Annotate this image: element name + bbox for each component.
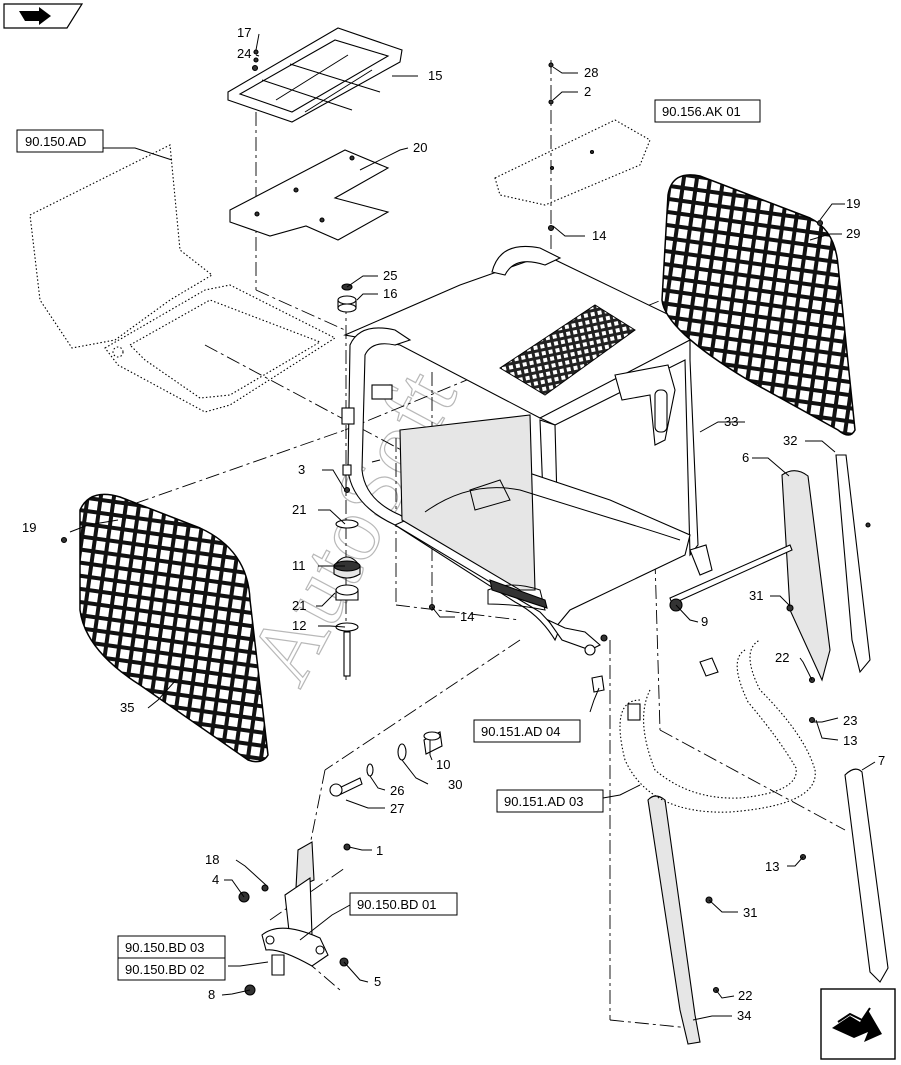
- svg-text:90.156.AK 01: 90.156.AK 01: [662, 104, 741, 119]
- callout-21b: 21: [292, 598, 306, 613]
- callout-21a: 21: [292, 502, 306, 517]
- callout-20: 20: [413, 140, 427, 155]
- lower-link-assembly: [238, 731, 443, 996]
- svg-text:90.150.BD 02: 90.150.BD 02: [125, 962, 205, 977]
- callout-19a: 19: [846, 196, 860, 211]
- ref-90-150-bd-03[interactable]: 90.150.BD 03: [117, 935, 226, 959]
- right-trim-parts: [647, 454, 889, 1045]
- hardware-stack: [333, 283, 361, 677]
- callout-9: 9: [701, 614, 708, 629]
- callout-17: 17: [237, 25, 251, 40]
- leader-lines: [69, 33, 876, 1021]
- callout-26: 26: [390, 783, 404, 798]
- callout-13b: 13: [765, 859, 779, 874]
- svg-text:90.150.AD: 90.150.AD: [25, 134, 86, 149]
- callout-1: 1: [376, 843, 383, 858]
- callout-12: 12: [292, 618, 306, 633]
- svg-text:90.151.AD 04: 90.151.AD 04: [481, 724, 561, 739]
- part-15-frame: [227, 27, 403, 123]
- roof-shade-outline: [494, 119, 651, 206]
- callout-24: 24: [237, 46, 251, 61]
- part-33-cab: [341, 245, 713, 656]
- callout-8: 8: [208, 987, 215, 1002]
- callout-27: 27: [390, 801, 404, 816]
- callout-2: 2: [584, 84, 591, 99]
- callout-33: 33: [724, 414, 738, 429]
- back-arrow-icon: [3, 3, 84, 29]
- callout-22b: 22: [738, 988, 752, 1003]
- callout-18: 18: [205, 852, 219, 867]
- callout-6: 6: [742, 450, 749, 465]
- back-nav-button[interactable]: [3, 3, 84, 29]
- callout-4: 4: [212, 872, 219, 887]
- floor-mat-outline: [29, 144, 337, 413]
- ref-90-151-ad-04[interactable]: 90.151.AD 04: [473, 719, 581, 743]
- ref-90-151-ad-03[interactable]: 90.151.AD 03: [496, 789, 604, 813]
- ref-90-150-bd-01[interactable]: 90.150.BD 01: [349, 892, 458, 916]
- callout-19b: 19: [22, 520, 36, 535]
- callout-23: 23: [843, 713, 857, 728]
- ref-90-150-ad[interactable]: 90.150.AD: [16, 129, 104, 153]
- callout-25: 25: [383, 268, 397, 283]
- ref-90-150-bd-02[interactable]: 90.150.BD 02: [117, 957, 226, 981]
- forward-nav-button[interactable]: [820, 988, 896, 1060]
- hose-harness: [591, 639, 816, 813]
- callout-15: 15: [428, 68, 442, 83]
- callout-31b: 31: [743, 905, 757, 920]
- svg-text:90.151.AD 03: 90.151.AD 03: [504, 794, 584, 809]
- part-20-plate: [229, 149, 390, 241]
- callout-31a: 31: [749, 588, 763, 603]
- callout-32: 32: [783, 433, 797, 448]
- callout-22a: 22: [775, 650, 789, 665]
- forward-arrow-icon: [820, 988, 896, 1060]
- callout-28: 28: [584, 65, 598, 80]
- callout-16: 16: [383, 286, 397, 301]
- callout-3: 3: [298, 462, 305, 477]
- callout-35: 35: [120, 700, 134, 715]
- svg-text:90.150.BD 03: 90.150.BD 03: [125, 940, 205, 955]
- callout-14b: 14: [460, 609, 474, 624]
- callout-5: 5: [374, 974, 381, 989]
- part-35-mesh-screen: [79, 493, 269, 763]
- callout-30: 30: [448, 777, 462, 792]
- part-29-mesh-screen: [661, 174, 856, 436]
- callout-34: 34: [737, 1008, 751, 1023]
- ref-90-156-ak-01[interactable]: 90.156.AK 01: [654, 99, 761, 123]
- svg-text:90.150.BD 01: 90.150.BD 01: [357, 897, 437, 912]
- callout-numbers: 17 24 15 20 28 2 14 25 16 19 29 33 32 6 …: [22, 25, 885, 1023]
- callout-13a: 13: [843, 733, 857, 748]
- callout-11: 11: [292, 558, 306, 573]
- callout-7: 7: [878, 753, 885, 768]
- callout-10: 10: [436, 757, 450, 772]
- callout-29: 29: [846, 226, 860, 241]
- callout-14a: 14: [592, 228, 606, 243]
